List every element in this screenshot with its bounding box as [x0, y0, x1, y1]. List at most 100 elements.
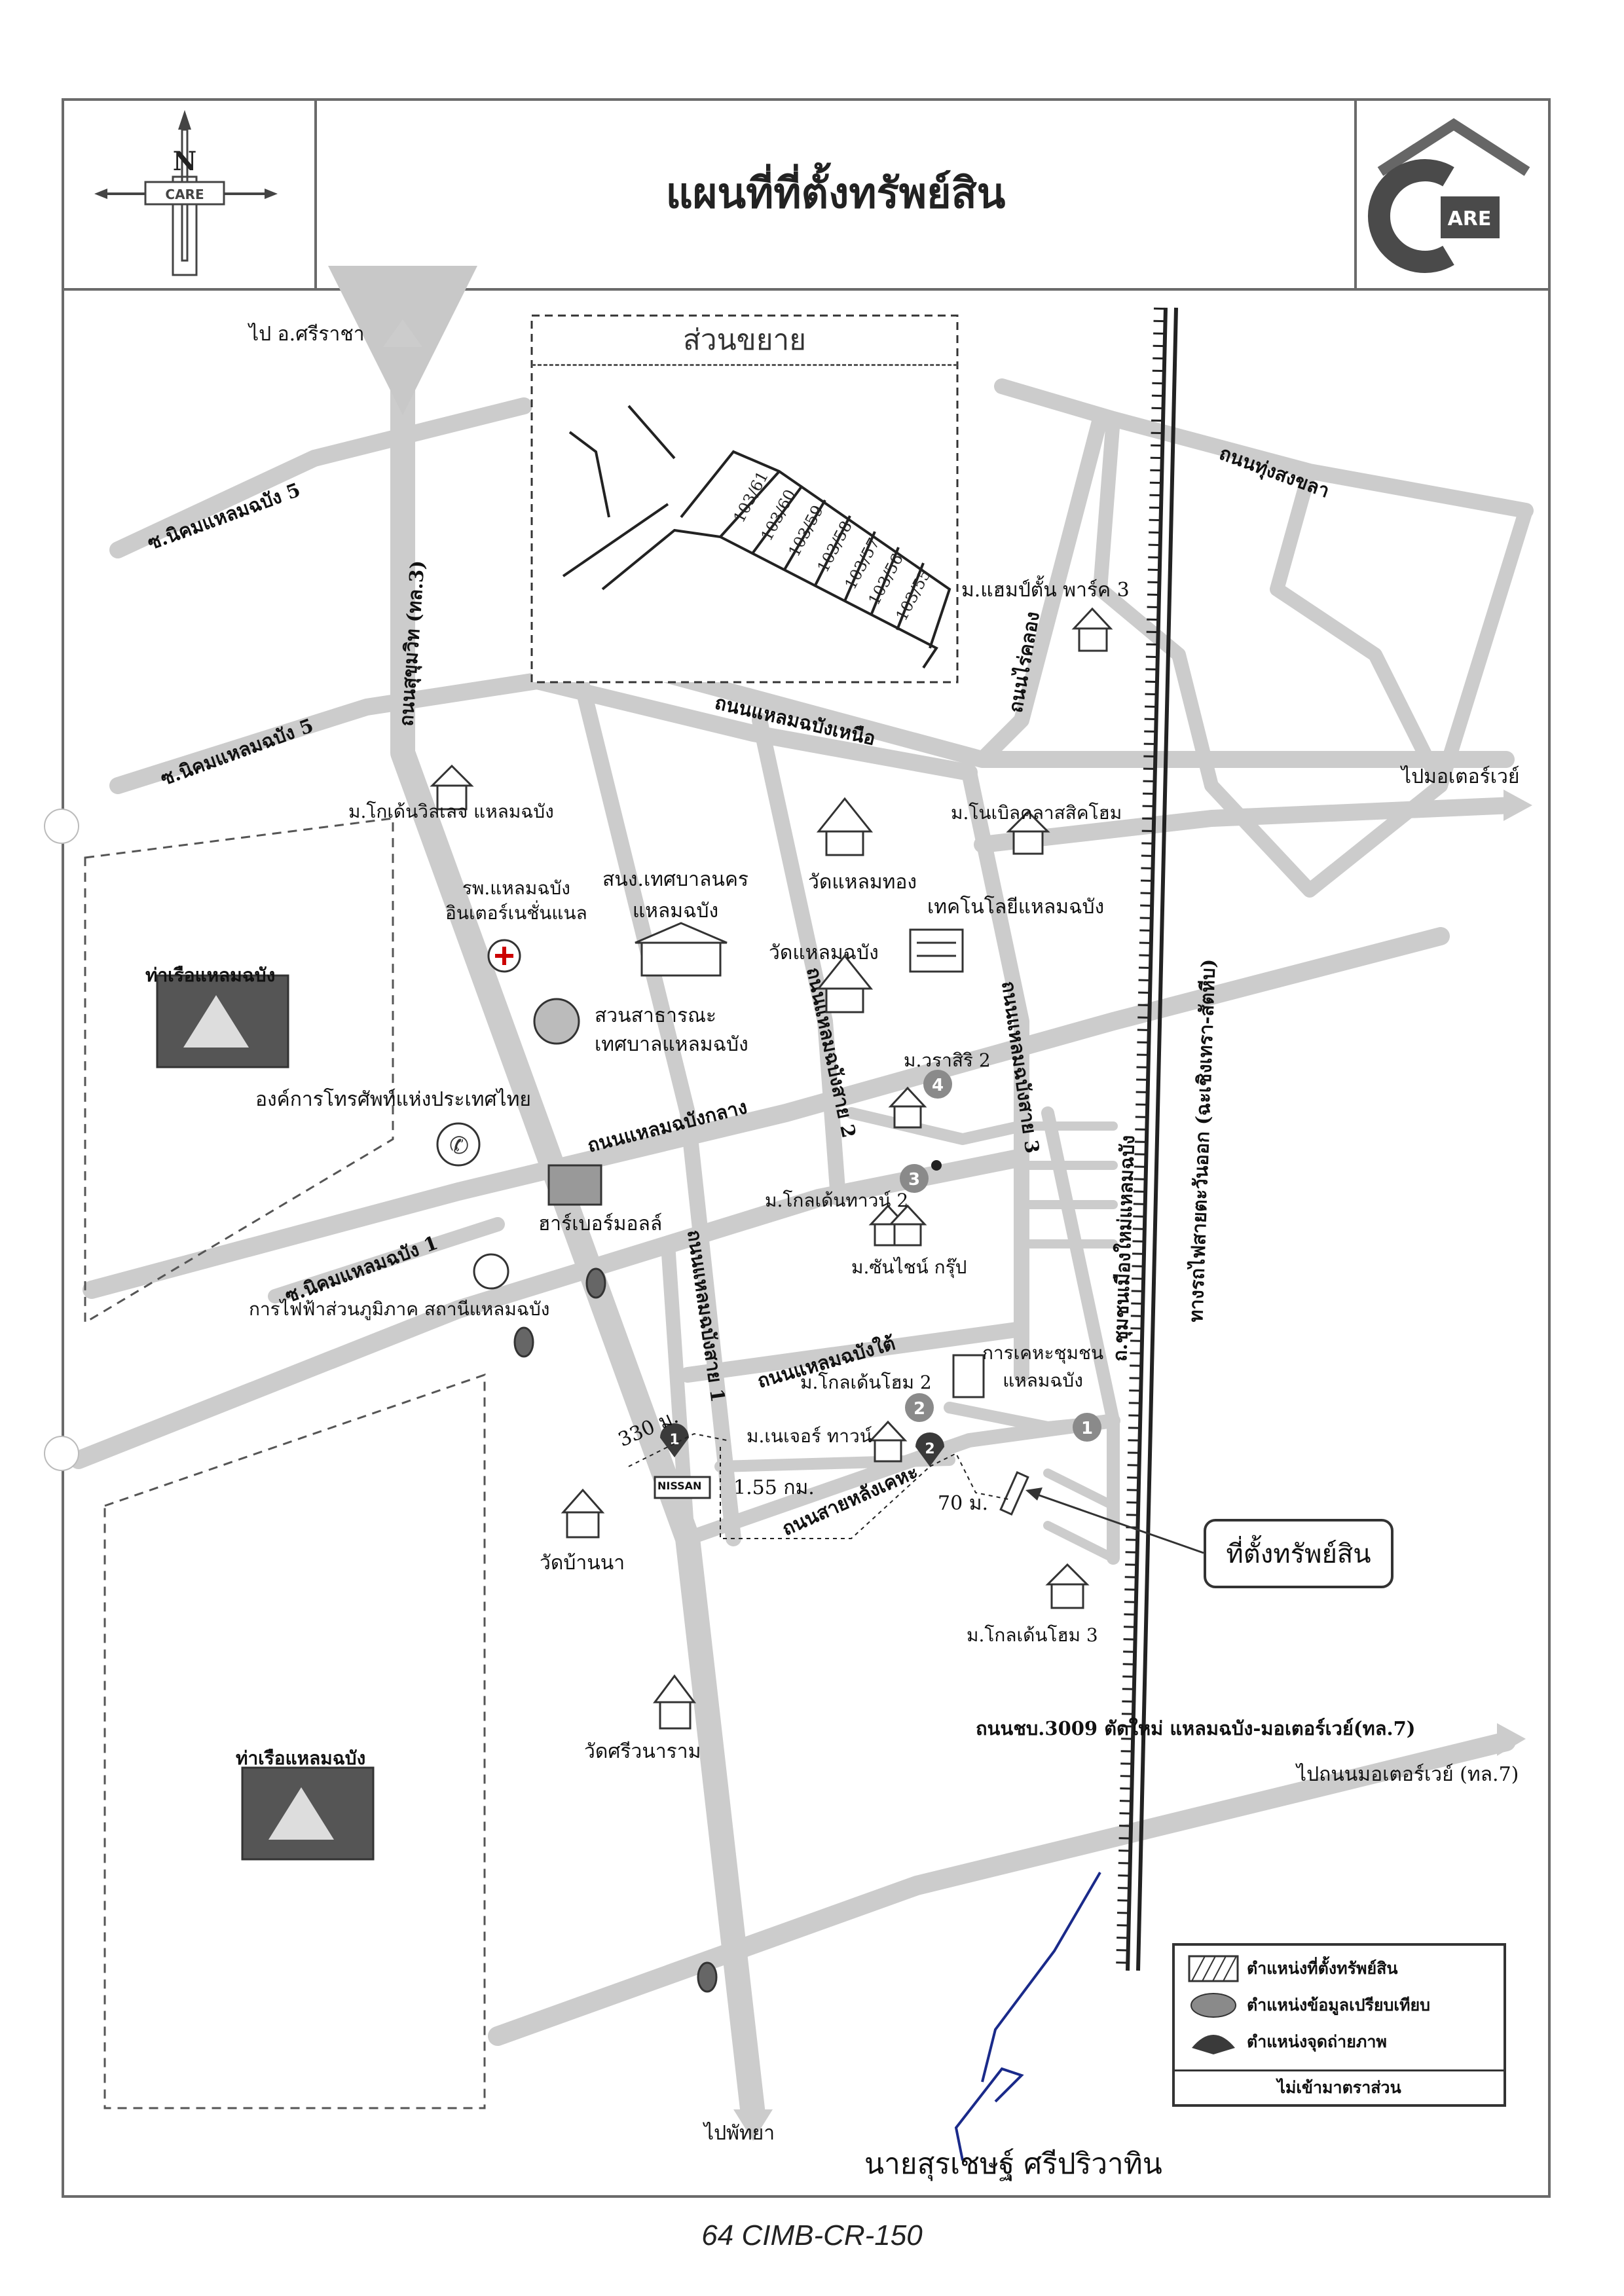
gray-ellipse-icon	[1190, 1993, 1236, 2018]
label-wat-sriwanaram: วัดศรีวนาราม	[584, 1740, 701, 1763]
road-right-inner	[1270, 464, 1448, 793]
comparison-markers: 1 2 3 4	[900, 1070, 1101, 1442]
label-public-park: สวนสาธารณะ เทศบาลแหลมฉบัง	[595, 1004, 748, 1056]
road-soi5-upper	[109, 397, 532, 558]
label-happy-town-park-3: ม.แฮมป์ตั้น พาร์ค 3	[961, 579, 1130, 602]
port-areas	[84, 817, 486, 2109]
comparison-marker-4	[923, 1070, 952, 1099]
legend-scale-note: ไม่เข้ามาตราส่วน	[1175, 2069, 1504, 2104]
label-housing-community: การเคหะชุมชน แหลมฉบัง	[982, 1342, 1104, 1391]
care-logo: ARE	[1368, 118, 1530, 273]
comparison-marker-1	[1073, 1413, 1101, 1442]
svg-text:1: 1	[1081, 1419, 1093, 1438]
label-hospital: รพ.แหลมฉบัง อินเตอร์เนชั่นแนล	[445, 877, 587, 924]
frame-hole-upper	[44, 809, 79, 844]
location-dot	[931, 1160, 942, 1171]
label-tot: องค์การโทรศัพท์แห่งประเทศไทย	[255, 1088, 531, 1111]
house-icon	[868, 1420, 908, 1463]
road-sukhumvit	[328, 266, 766, 2127]
page-title: แผนที่ที่ตั้งทรัพย์สิน	[665, 170, 1006, 218]
hospital-icon	[487, 939, 521, 973]
legend-label-photo: ตำแหน่งจุดถ่ายภาพ	[1247, 2032, 1387, 2051]
compass-north-letter: N	[173, 146, 197, 177]
label-port-lower: ท่าเรือแหลมฉบัง	[236, 1747, 366, 1769]
property-location-callout: ที่ตั้งทรัพย์สิน	[1204, 1519, 1393, 1588]
park-icon	[533, 998, 580, 1045]
ship-icon	[241, 1766, 375, 1861]
flame-icon	[585, 1267, 606, 1299]
photo-markers: 1 2	[660, 1423, 944, 1467]
road-rai-klong	[974, 411, 1108, 767]
svg-text:1: 1	[669, 1432, 679, 1448]
school-icon	[909, 928, 964, 973]
flame-icon	[697, 1961, 718, 1993]
arrow-to-pattaya	[733, 2109, 773, 2141]
road-line-2	[752, 712, 846, 1206]
photo-pin-icon	[1192, 2035, 1235, 2054]
distance-70: 70 ม.	[938, 1492, 988, 1515]
svg-text:✆: ✆	[449, 1133, 469, 1159]
expansion-box: 103/61 103/60 103/59 103/58 103/57 103/5…	[530, 314, 959, 683]
legend-label-property: ตำแหน่งที่ตั้งทรัพย์สิน	[1247, 1959, 1398, 1978]
label-golden-home-3: ม.โกลเด้นโฮม 3	[967, 1624, 1098, 1646]
compass-icon: CARE N	[94, 110, 278, 276]
nissan-logo	[654, 1476, 711, 1499]
road-thung-songkhla	[994, 378, 1534, 519]
label-golden-home-2: ม.โกลเด้นโฮม 2	[800, 1372, 932, 1393]
house-icon	[888, 1086, 927, 1129]
map-frame	[62, 98, 1551, 2198]
comparison-marker-2	[905, 1393, 934, 1422]
pea-icon	[473, 1253, 509, 1290]
svg-text:4: 4	[932, 1076, 944, 1095]
road-laem-chabang-central	[83, 927, 1450, 1299]
label-nature-town: ม.เนเจอร์ ทาวน์	[747, 1425, 872, 1447]
label-golden-village: ม.โกเด้นวิลเลจ แหลมฉบัง	[348, 801, 554, 822]
distance-155: 1.55 กม.	[733, 1476, 815, 1499]
label-to-sriracha: ไป อ.ศรีราชา	[248, 322, 365, 346]
road-chb-3009	[488, 1732, 1516, 2046]
label-golden-town-2: ม.โกลเด้นทาวน์ 2	[765, 1190, 909, 1211]
ship-icon	[156, 974, 289, 1068]
expansion-box-title: ส่วนขยาย	[532, 316, 957, 366]
label-noble-classic-home: ม.โนเบิลคลาสสิคโฮม	[951, 802, 1122, 824]
temple-icon	[816, 797, 874, 856]
svg-text:3: 3	[908, 1170, 920, 1190]
frame-hole-lower	[44, 1436, 79, 1471]
label-nissan: NISSAN	[657, 1480, 702, 1492]
hatched-box-icon	[1188, 1955, 1239, 1982]
label-to-motorway-bottom: ไปถนนมอเตอร์เวย์ (ทล.7)	[1295, 1762, 1519, 1786]
legend-row-comparison: ตำแหน่งข้อมูลเปรียบเทียบ	[1188, 1992, 1430, 2019]
road-line-1	[568, 653, 741, 1546]
label-harbor-mall: ฮาร์เบอร์มอลล์	[538, 1212, 663, 1235]
signature-scribble	[954, 1871, 1101, 2161]
arrow-to-motorway-bottom	[1497, 1723, 1526, 1756]
property-site	[999, 1471, 1029, 1516]
compass-cell: CARE N	[62, 98, 317, 288]
legend-row-property: ตำแหน่งที่ตั้งทรัพย์สิน	[1188, 1955, 1397, 1982]
legend-row-photo: ตำแหน่งจุดถ่ายภาพ	[1188, 2028, 1387, 2056]
label-soi5-lower: ซ.นิคมแหลมฉบัง 5	[158, 714, 316, 790]
label-pea: การไฟฟ้าส่วนภูมิภาค สถานีแหลมฉบัง	[249, 1298, 550, 1320]
house-icon	[888, 1204, 927, 1247]
comparison-marker-3	[900, 1164, 929, 1193]
legend: ตำแหน่งที่ตั้งทรัพย์สิน ตำแหน่งข้อมูลเปร…	[1172, 1943, 1506, 2107]
railway-line	[1116, 307, 1178, 1971]
road-to-motorway-right	[974, 797, 1521, 853]
house-icon	[561, 1488, 605, 1539]
label-municipal-office: สนง.เทศบาลนคร แหลมฉบัง	[602, 868, 749, 922]
svg-text:2: 2	[913, 1399, 925, 1419]
landmark-icons: ✆	[156, 607, 1113, 1993]
signature-name: นายสุรเชษฐ์ ศรีปริวาทิน	[864, 2147, 1162, 2181]
label-wat-laem-thong: วัดแหลมทอง	[808, 871, 917, 894]
label-port-upper: ท่าเรือแหลมฉบัง	[145, 964, 276, 986]
label-technology-school: เทคโนโลยีแหลมฉบัง	[927, 896, 1105, 919]
arrow-to-sriracha	[383, 319, 422, 347]
mall-icon	[547, 1164, 602, 1206]
legend-label-comparison: ตำแหน่งข้อมูลเปรียบเทียบ	[1247, 1995, 1430, 2014]
photo-marker-1	[660, 1423, 689, 1457]
label-chb-3009: ถนนชบ.3009 ตัดใหม่ แหลมฉบัง-มอเตอร์เวย์(…	[976, 1717, 1415, 1740]
road-line-3	[961, 765, 1029, 1383]
building-icon	[952, 1354, 985, 1398]
label-to-motorway-right: ไปมอเตอร์เวย์	[1400, 765, 1519, 788]
